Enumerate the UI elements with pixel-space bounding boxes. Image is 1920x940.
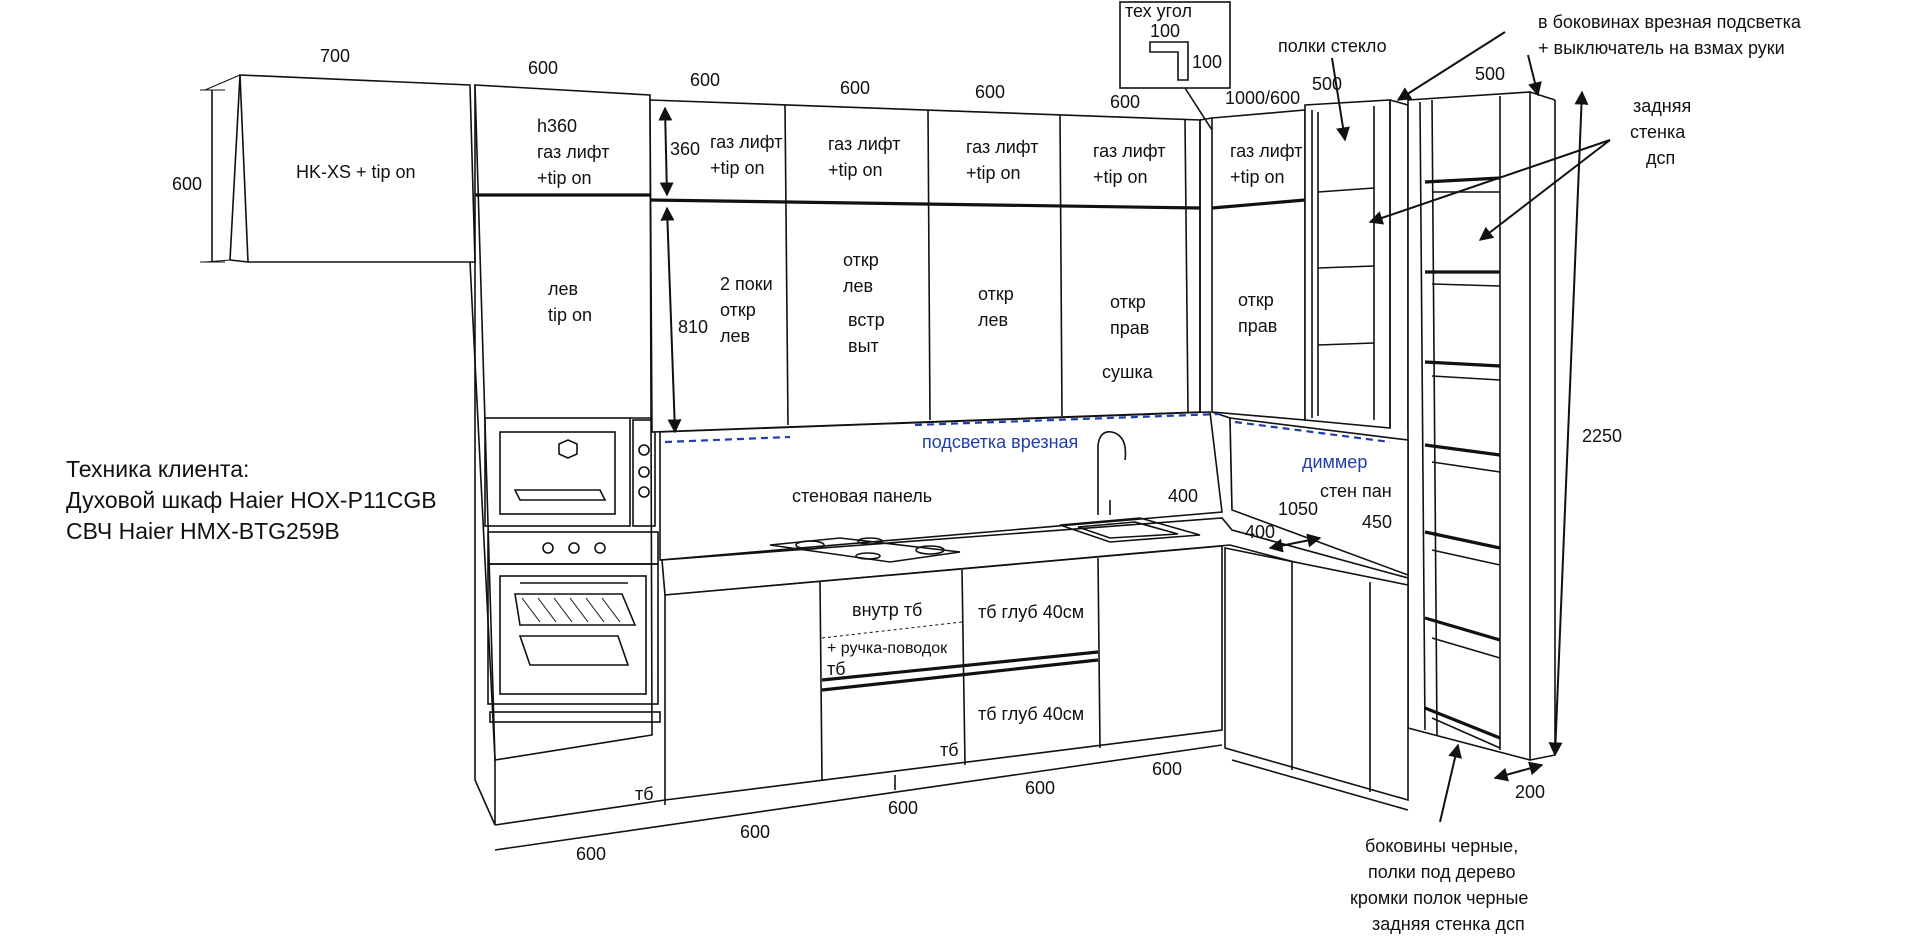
dim-600-b2: 600 bbox=[740, 822, 770, 842]
hob bbox=[769, 537, 961, 563]
dim-600-b4: 600 bbox=[1025, 778, 1055, 798]
client-microwave: СВЧ Haier HMX-BTG259B bbox=[66, 518, 340, 544]
bottom-note-3: кромки полок черные bbox=[1350, 888, 1528, 908]
dim-810: 810 bbox=[678, 317, 708, 337]
panel3-c: встр bbox=[848, 310, 885, 330]
dim-600-upper1: 600 bbox=[528, 58, 558, 78]
tech-corner-w: 100 bbox=[1150, 21, 1180, 41]
panel6-b: прав bbox=[1238, 316, 1277, 336]
panel5-a: откр bbox=[1110, 292, 1146, 312]
upper1-tip: +tip on bbox=[537, 168, 592, 188]
led-lighting bbox=[664, 412, 1391, 444]
back-panel-label-1: задняя bbox=[1633, 96, 1691, 116]
upper4-gas: газ лифт bbox=[966, 137, 1038, 157]
dim-600-upper5: 600 bbox=[1110, 92, 1140, 112]
glass-cabinet bbox=[1304, 99, 1409, 430]
inset-light-label: подсветка врезная bbox=[922, 432, 1078, 452]
upper5-tip: +tip on bbox=[1093, 167, 1148, 187]
panel2-b: откр bbox=[720, 300, 756, 320]
side-light-label-1: в боковинах врезная подсветка bbox=[1538, 12, 1802, 32]
upper2-gas: газ лифт bbox=[710, 132, 782, 152]
oven bbox=[487, 563, 659, 705]
sink bbox=[1059, 517, 1201, 543]
upper5-gas: газ лифт bbox=[1093, 141, 1165, 161]
dim-700: 700 bbox=[320, 46, 350, 66]
tb-label-c: тб bbox=[635, 784, 654, 804]
panel2-c: лев bbox=[720, 326, 750, 346]
column-lev: лев bbox=[548, 279, 578, 299]
dim-600-b5: 600 bbox=[1152, 759, 1182, 779]
wall-pan-label: стен пан bbox=[1320, 481, 1392, 501]
dim-400-b: 400 bbox=[1245, 522, 1275, 542]
deep-tb-label-2: тб глуб 40см bbox=[978, 704, 1084, 724]
hood-unit-label: HK-XS + tip on bbox=[296, 162, 416, 182]
tech-corner-title: тех угол bbox=[1125, 1, 1192, 21]
dim-450: 450 bbox=[1362, 512, 1392, 532]
dimmer-label: диммер bbox=[1302, 452, 1367, 472]
microwave bbox=[484, 417, 631, 527]
dim-360: 360 bbox=[670, 139, 700, 159]
dim-200: 200 bbox=[1515, 782, 1545, 802]
upper1-h360: h360 bbox=[537, 116, 577, 136]
open-shelf-column bbox=[1407, 91, 1556, 762]
panel4-b: лев bbox=[978, 310, 1008, 330]
countertop bbox=[659, 411, 1409, 596]
upper3-tip: +tip on bbox=[828, 160, 883, 180]
dim-600-upper3: 600 bbox=[840, 78, 870, 98]
tall-column bbox=[469, 84, 666, 826]
dim-500-a: 500 bbox=[1312, 74, 1342, 94]
client-equipment-heading: Техника клиента: bbox=[66, 456, 249, 482]
panel5-c: сушка bbox=[1102, 362, 1154, 382]
upper4-tip: +tip on bbox=[966, 163, 1021, 183]
dim-2250: 2250 bbox=[1582, 426, 1622, 446]
dimension-lines bbox=[200, 89, 1589, 782]
back-panel-label-2: стенка bbox=[1630, 122, 1686, 142]
panel3-a: откр bbox=[843, 250, 879, 270]
inner-tb-label: внутр тб bbox=[852, 600, 922, 620]
wall-panel-label: стеновая панель bbox=[792, 486, 932, 506]
side-light-label-2: + выключатель на взмах руки bbox=[1538, 38, 1785, 58]
dim-600-upper4: 600 bbox=[975, 82, 1005, 102]
callout-arrows bbox=[1331, 31, 1611, 823]
tb-label-b: тб bbox=[940, 740, 959, 760]
handle-label: + ручка-поводок bbox=[827, 640, 948, 657]
dim-400-a: 400 bbox=[1168, 486, 1198, 506]
tech-corner-box bbox=[1119, 1, 1231, 131]
upper3-gas: газ лифт bbox=[828, 134, 900, 154]
base-cabinets bbox=[494, 545, 1409, 851]
client-equipment-note: Техника клиента: Духовой шкаф Haier HOX-… bbox=[66, 456, 437, 544]
upper6-gas: газ лифт bbox=[1230, 141, 1302, 161]
dim-600-b1: 600 bbox=[576, 844, 606, 864]
panel6-a: откр bbox=[1238, 290, 1274, 310]
dim-600-b3: 600 bbox=[888, 798, 918, 818]
upper1-gas: газ лифт bbox=[537, 142, 609, 162]
glass-shelves-label: полки стекло bbox=[1278, 36, 1387, 56]
panel5-b: прав bbox=[1110, 318, 1149, 338]
upper2-tip: +tip on bbox=[710, 158, 765, 178]
dim-1000-600: 1000/600 bbox=[1225, 88, 1300, 108]
client-oven: Духовой шкаф Haier HOX-P11CGB bbox=[66, 487, 437, 513]
bottom-note-4: задняя стенка дсп bbox=[1372, 914, 1525, 934]
back-panel-label-3: дсп bbox=[1646, 148, 1675, 168]
tech-corner-h: 100 bbox=[1192, 52, 1222, 72]
upper6-tip: +tip on bbox=[1230, 167, 1285, 187]
dim-1050: 1050 bbox=[1278, 499, 1318, 519]
bottom-note-2: полки под дерево bbox=[1368, 862, 1516, 882]
panel3-d: выт bbox=[848, 336, 879, 356]
faucet bbox=[1097, 430, 1127, 515]
dim-500-b: 500 bbox=[1475, 64, 1505, 84]
panel3-b: лев bbox=[843, 276, 873, 296]
panel2-a: 2 поки bbox=[720, 274, 773, 294]
dim-600-upper2: 600 bbox=[690, 70, 720, 90]
column-tipon: tip on bbox=[548, 305, 592, 325]
tb-label-a: тб bbox=[827, 659, 846, 679]
deep-tb-label-1: тб глуб 40см bbox=[978, 602, 1084, 622]
bottom-note-1: боковины черные, bbox=[1365, 836, 1518, 856]
panel4-a: откр bbox=[978, 284, 1014, 304]
dim-600-left: 600 bbox=[172, 174, 202, 194]
